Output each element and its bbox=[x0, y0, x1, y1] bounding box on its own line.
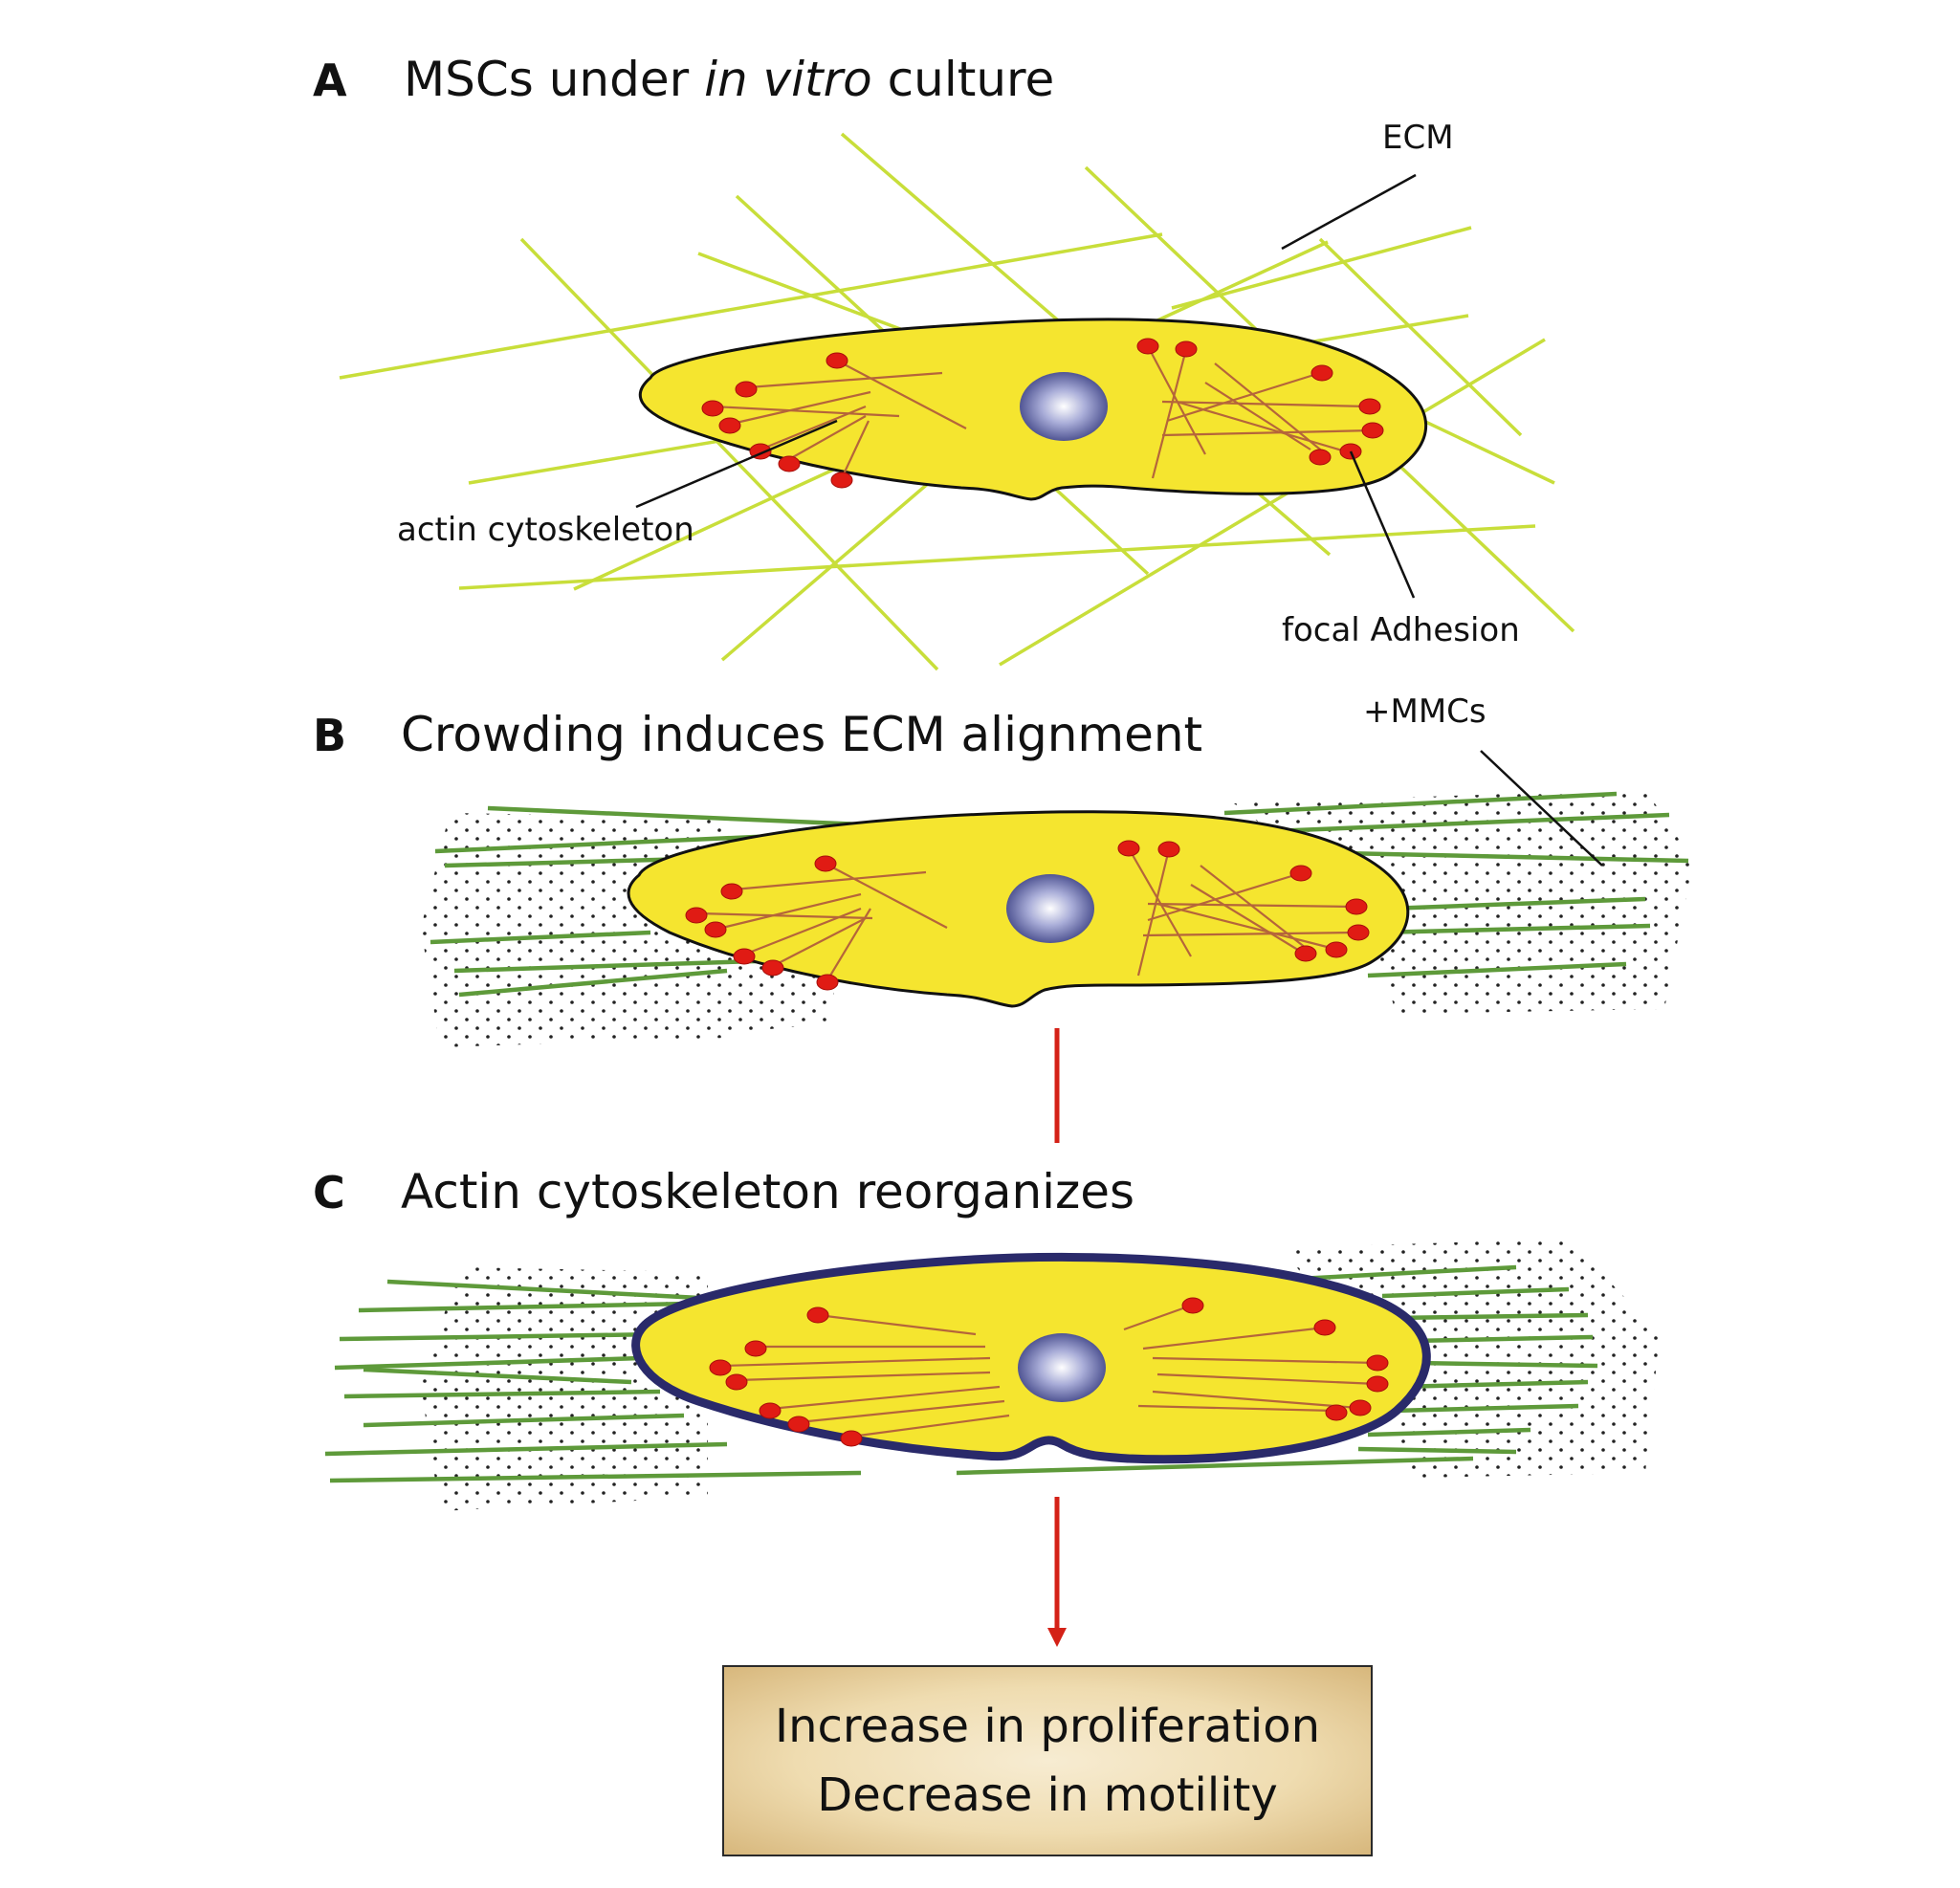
mmcs-leader-line bbox=[1480, 750, 1603, 867]
nucleus-a bbox=[1020, 372, 1108, 441]
focal-adhesion-label: focal Adhesion bbox=[1282, 611, 1520, 649]
actin-cytoskeleton-c bbox=[721, 1304, 1378, 1438]
outcome-line-proliferation: Increase in proliferation bbox=[774, 1700, 1321, 1753]
focal-adhesions-c bbox=[709, 1297, 1389, 1447]
panel-a: A MSCs under in vitro culture bbox=[313, 52, 1575, 671]
panel-c-letter: C bbox=[313, 1167, 345, 1218]
panel-a-letter: A bbox=[313, 55, 347, 106]
panel-b-title: Crowding induces ECM alignment bbox=[401, 707, 1202, 762]
mmcs-label: +MMCs bbox=[1363, 692, 1487, 731]
focal-adhesions-b bbox=[685, 840, 1370, 991]
outcome-box: Increase in proliferation Decrease in mo… bbox=[722, 1665, 1373, 1856]
outcome-line-motility: Decrease in motility bbox=[817, 1768, 1278, 1822]
nucleus-b bbox=[1006, 874, 1094, 943]
panel-a-title: MSCs under in vitro culture bbox=[404, 52, 1054, 107]
panel-b-letter: B bbox=[313, 710, 346, 761]
panel-c: C Actin cytoskeleton reorganizes bbox=[313, 1164, 1660, 1647]
leader-lines-a bbox=[635, 173, 1417, 599]
actin-cytoskeleton-a bbox=[712, 345, 1374, 479]
panel-c-title: Actin cytoskeleton reorganizes bbox=[401, 1164, 1134, 1219]
actin-cytoskeleton-label: actin cytoskeleton bbox=[397, 511, 694, 549]
ecm-label: ECM bbox=[1382, 119, 1454, 157]
panel-b: B Crowding induces ECM alignment bbox=[313, 692, 1693, 1143]
actin-cytoskeleton-b bbox=[697, 847, 1357, 981]
nucleus-c bbox=[1018, 1333, 1106, 1402]
